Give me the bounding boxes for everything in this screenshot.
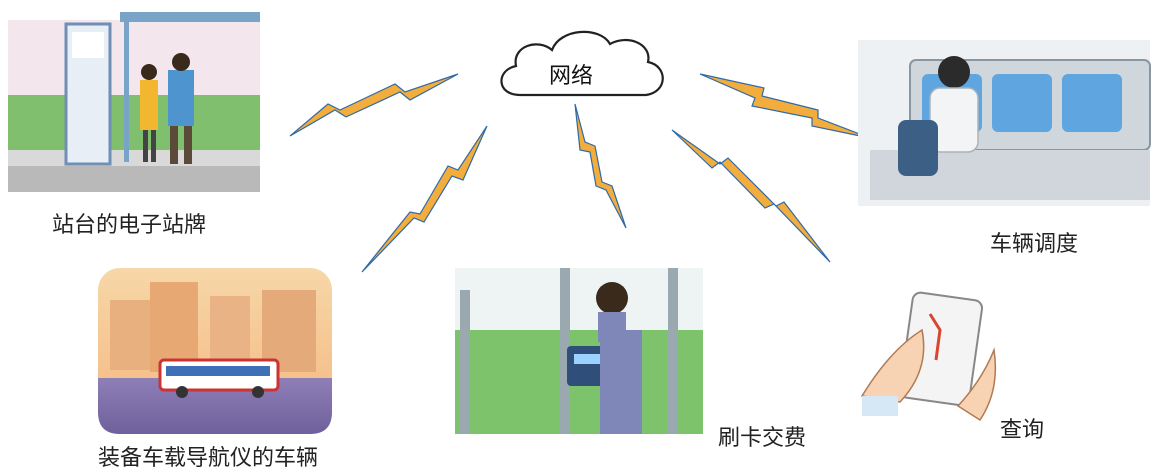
phone-query-illustration	[860, 291, 997, 422]
node-label-card-payment: 刷卡交费	[718, 426, 807, 451]
node-label-dispatch: 车辆调度	[990, 232, 1079, 257]
node-label-bus-stop: 站台的电子站牌	[52, 213, 207, 238]
card-payment-illustration	[455, 268, 703, 434]
dispatch-center-illustration	[858, 40, 1151, 206]
node-label-vehicle: 装备车载导航仪的车辆	[98, 446, 319, 471]
link-query	[671, 129, 831, 263]
link-card-payment	[574, 103, 627, 229]
link-dispatch	[699, 73, 871, 139]
cloud-shape	[500, 30, 664, 97]
bus-with-navigation-illustration	[98, 268, 332, 434]
link-vehicle	[361, 125, 488, 273]
bus-stop-sign-illustration	[8, 12, 260, 192]
node-label-query: 查询	[1000, 418, 1045, 443]
link-bus-stop	[289, 73, 459, 137]
cloud-label: 网络	[549, 64, 594, 89]
